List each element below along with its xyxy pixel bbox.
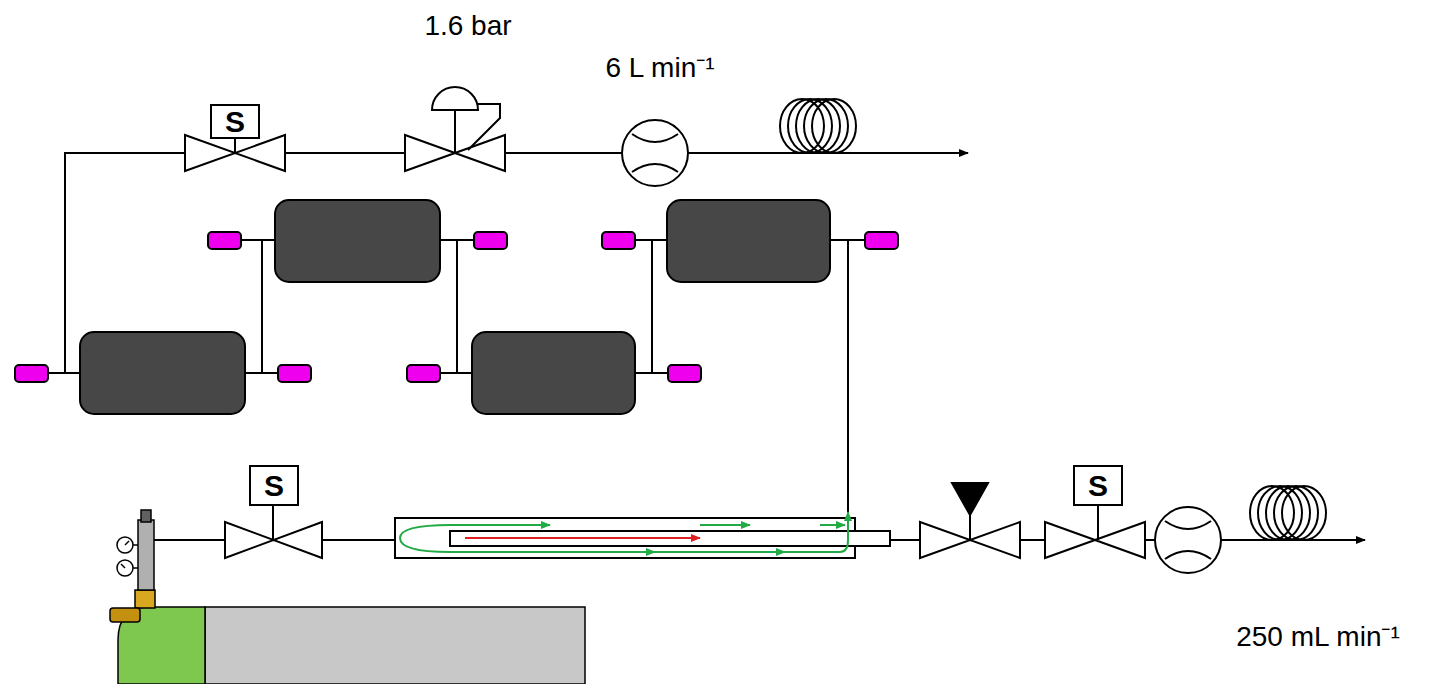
valve-letter: S [264, 471, 284, 501]
valve-letter: S [225, 107, 245, 137]
valve-letter: S [1088, 471, 1108, 501]
pressure-label: 1.6 bar [424, 12, 511, 40]
flow-label: 6 L min⁻¹ [605, 54, 714, 82]
flow-label: 250 mL min⁻¹ [1236, 623, 1400, 651]
